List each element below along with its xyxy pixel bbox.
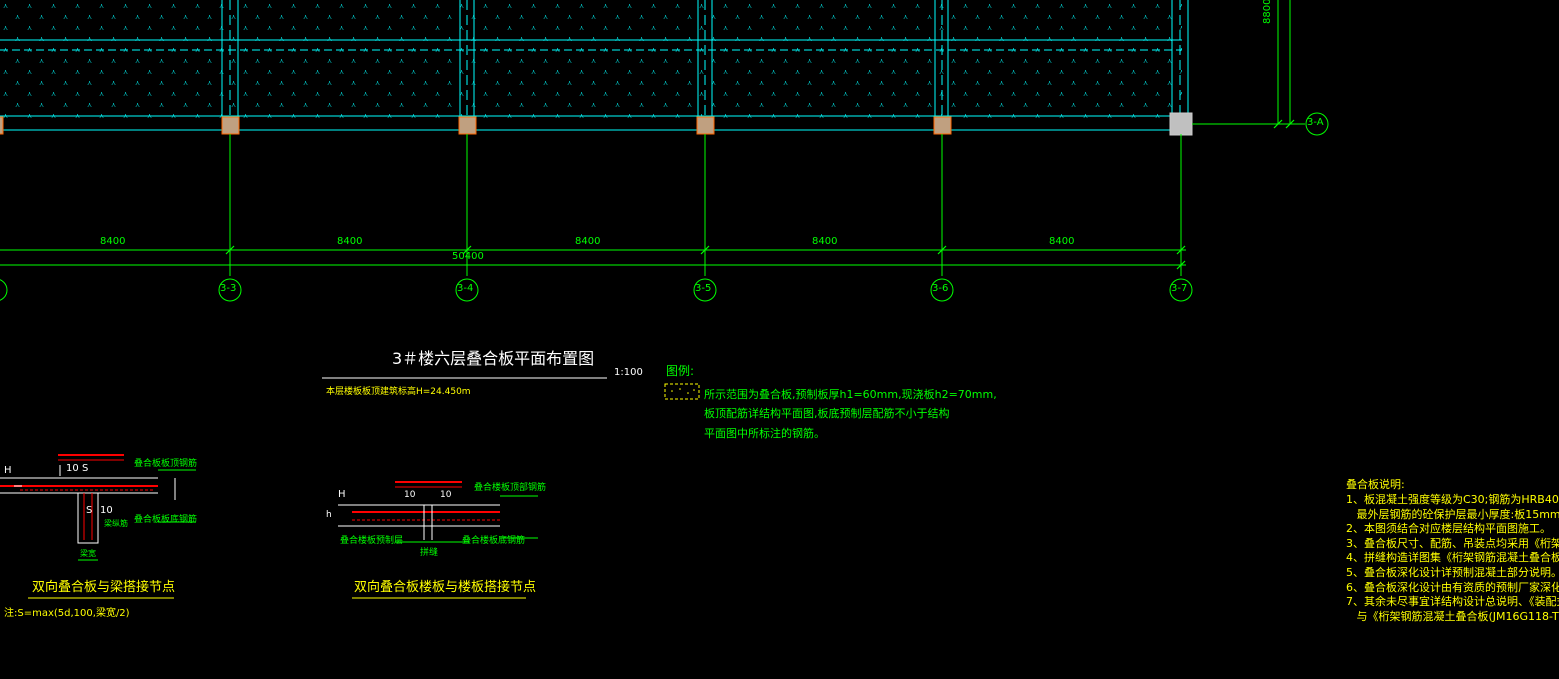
- legend-swatch-dots: [671, 388, 695, 394]
- beam-lines: [0, 0, 1189, 131]
- column: [0, 116, 4, 135]
- legend-heading: 图例:: [666, 364, 695, 378]
- axis-label: 3-3: [220, 283, 237, 294]
- legend-swatch: [664, 383, 700, 400]
- note-item: 2、本图须结合对应楼层结构平面图施工。: [1346, 522, 1551, 536]
- legend-line: 平面图中所标注的钢筋。: [704, 427, 825, 440]
- note-item: 最外层钢筋的砼保护层最小厚度:板15mm。: [1346, 507, 1559, 521]
- right-dim-label: 8800: [1262, 0, 1273, 24]
- note-item: 5、叠合板深化设计详预制混凝土部分说明。: [1346, 565, 1559, 579]
- detail2-label-top: 叠合楼板顶部钢筋: [474, 483, 547, 493]
- axis-label: 3-6: [932, 283, 949, 294]
- row-axis-label: 3-A: [1307, 117, 1324, 128]
- detail2-label-h: h: [326, 510, 332, 520]
- note-item: 3、叠合板尺寸、配筋、吊装点均采用《桁架钢筋混凝土: [1346, 536, 1559, 550]
- bay-dim-label: 8400: [1049, 236, 1075, 247]
- notes-list: 1、板混凝土强度等级为C30;钢筋为HRB400(Φ) 最外层钢筋的砼保护层最小…: [1346, 493, 1559, 624]
- slab-plan: [0, 0, 1193, 136]
- detail1-label-beam-width: 梁宽: [80, 549, 96, 558]
- column: [933, 116, 952, 135]
- note-item: 7、其余未尽事宜详结构设计总说明、《装配式混凝土结: [1346, 595, 1559, 609]
- legend-line: 所示范围为叠合板,预制板厚h1=60mm,现浇板h2=70mm,: [704, 388, 997, 401]
- detail2-label-joint: 拼缝: [420, 548, 439, 558]
- secondary-beam-dashed: [229, 0, 1181, 118]
- detail2-label-bottom-left: 叠合楼板预制层: [340, 536, 404, 546]
- columns: [0, 112, 1193, 136]
- detail2-drawing: [338, 481, 538, 543]
- column: [696, 116, 715, 135]
- legend-line: 板顶配筋详结构平面图,板底预制层配筋不小于结构: [704, 407, 950, 420]
- axis-grid: [0, 0, 1305, 276]
- detail1-label-10: 10: [100, 505, 113, 516]
- bay-dim-label: 8400: [812, 236, 838, 247]
- note-item: 与《桁架钢筋混凝土叠合板(JM16G118-TY)》。: [1356, 609, 1559, 623]
- bay-dim-label: 8400: [100, 236, 126, 247]
- note-item: 6、叠合板深化设计由有资质的预制厂家深化设计。: [1346, 580, 1559, 594]
- slab-hatch-area: [0, 0, 1182, 120]
- axis-label: 3-7: [1171, 283, 1188, 294]
- bay-dim-label: 8400: [575, 236, 601, 247]
- column: [458, 116, 477, 135]
- drawing-scale: 1:100: [614, 367, 643, 378]
- drawing-title: 3＃楼六层叠合板平面布置图: [392, 349, 595, 368]
- note-item: 4、拼缝构造详图集《桁架钢筋混凝土叠合板(JM16G1: [1346, 551, 1559, 565]
- detail1-note: 注:S=max(5d,100,梁宽/2): [4, 608, 130, 619]
- notes-heading: 叠合板说明:: [1346, 478, 1405, 491]
- detail1-label-H: H: [4, 465, 12, 476]
- elevation-note: 本层楼板板顶建筑标高H=24.450m: [326, 387, 471, 397]
- detail1-title: 双向叠合板与梁搭接节点: [32, 580, 176, 595]
- axis-label: 3-5: [695, 283, 712, 294]
- axis-bubbles: [0, 112, 1329, 302]
- detail2-label-10: 10: [404, 490, 416, 500]
- detail2-label-10: 10: [440, 490, 452, 500]
- detail2-title: 双向叠合板楼板与楼板搭接节点: [354, 580, 537, 595]
- detail1-label-top: 叠合板板顶钢筋: [134, 459, 198, 469]
- detail1-label-beam-rebar: 梁纵筋: [104, 519, 128, 528]
- dim-ticks: [225, 119, 1295, 270]
- detail1-label-10: 10: [66, 463, 79, 474]
- column-corner: [1169, 112, 1193, 136]
- bay-dim-label: 8400: [337, 236, 363, 247]
- detail1-label-S: S: [86, 505, 93, 516]
- detail1-drawing: [0, 454, 196, 561]
- detail1-label-bottom: 叠合板板底钢筋: [134, 515, 198, 525]
- note-item: 1、板混凝土强度等级为C30;钢筋为HRB400(Φ): [1346, 493, 1559, 506]
- detail1-label-S: S: [82, 463, 89, 474]
- column: [221, 116, 240, 135]
- total-dim-label: 50400: [452, 251, 484, 262]
- axis-label: 3-4: [457, 283, 474, 294]
- detail2-label-bottom-right: 叠合楼板底钢筋: [462, 536, 526, 546]
- detail2-label-H: H: [338, 489, 346, 500]
